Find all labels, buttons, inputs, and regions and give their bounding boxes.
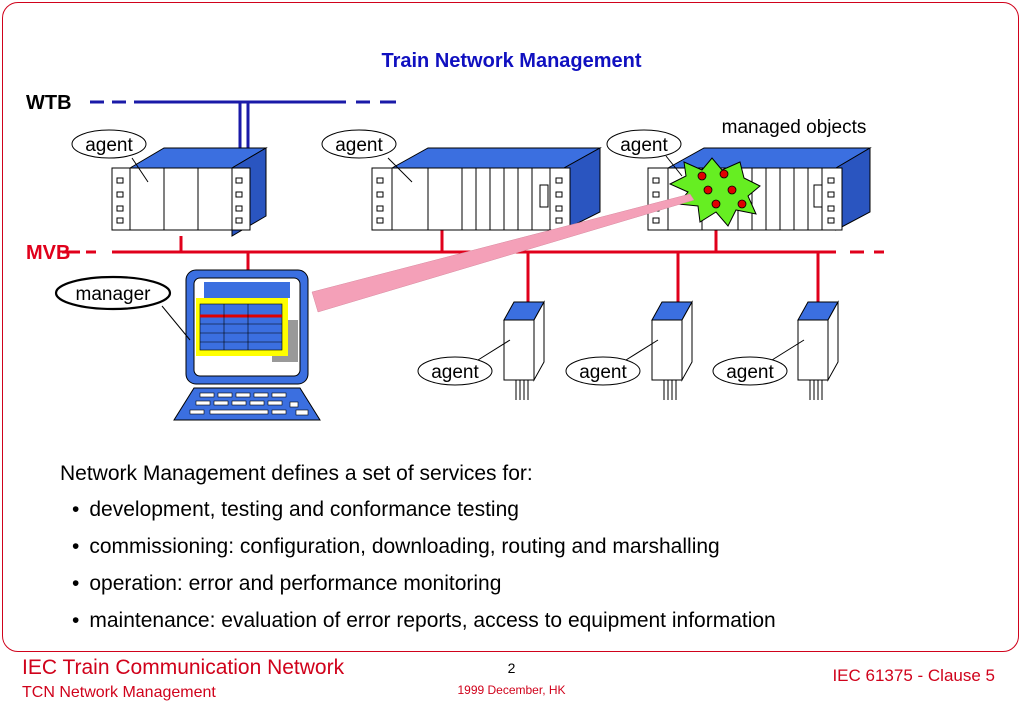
agent-callout-5: agent (565, 339, 659, 386)
rack-device-2 (371, 147, 602, 231)
slide-title: Train Network Management (381, 50, 642, 72)
services-intro: Network Management defines a set of serv… (60, 462, 533, 485)
services-list: development, testing and conformance tes… (60, 498, 776, 635)
field-device-2 (651, 300, 693, 400)
agent-label-3: agent (620, 135, 668, 156)
slide-frame (2, 2, 1019, 652)
mvb-label: MVB (26, 242, 70, 264)
agent-label-4: agent (431, 362, 479, 383)
manager-label: manager (76, 284, 152, 305)
managed-objects-label: managed objects (722, 117, 867, 138)
page-number: 2 (507, 660, 516, 676)
agent-label-5: agent (579, 362, 627, 383)
footer-date: 1999 December, HK (457, 683, 566, 697)
wtb-label: WTB (26, 92, 72, 114)
field-device-3 (797, 300, 839, 400)
access-beam (311, 193, 695, 313)
agent-callout-3: agent (606, 129, 683, 177)
wtb-bus (90, 100, 396, 150)
services-text: Network Management defines a set of serv… (60, 462, 776, 646)
footer-course-title: IEC Train Communication Network (22, 656, 345, 679)
agent-callout-6: agent (712, 339, 805, 386)
manager-workstation (173, 269, 321, 421)
agent-label-6: agent (726, 362, 774, 383)
agent-label-2: agent (335, 135, 383, 156)
footer-standard-ref: IEC 61375 - Clause 5 (832, 666, 995, 685)
footer-section-title: TCN Network Management (22, 684, 216, 701)
managed-objects-blob (668, 157, 761, 227)
service-item-maintenance: maintenance: evaluation of error reports… (72, 609, 775, 635)
agent-callout-1: agent (71, 129, 149, 183)
field-device-1 (503, 300, 545, 400)
manager-callout: manager (54, 275, 191, 341)
service-item-development: development, testing and conformance tes… (72, 498, 776, 524)
rack-device-1 (111, 147, 268, 237)
agent-callout-4: agent (417, 339, 511, 386)
agent-label-1: agent (85, 135, 133, 156)
service-item-commissioning: commissioning: configuration, downloadin… (72, 535, 776, 561)
service-item-operation: operation: error and performance monitor… (72, 572, 776, 598)
agent-callout-2: agent (321, 129, 413, 183)
network-diagram: WTB MVB (26, 92, 884, 421)
